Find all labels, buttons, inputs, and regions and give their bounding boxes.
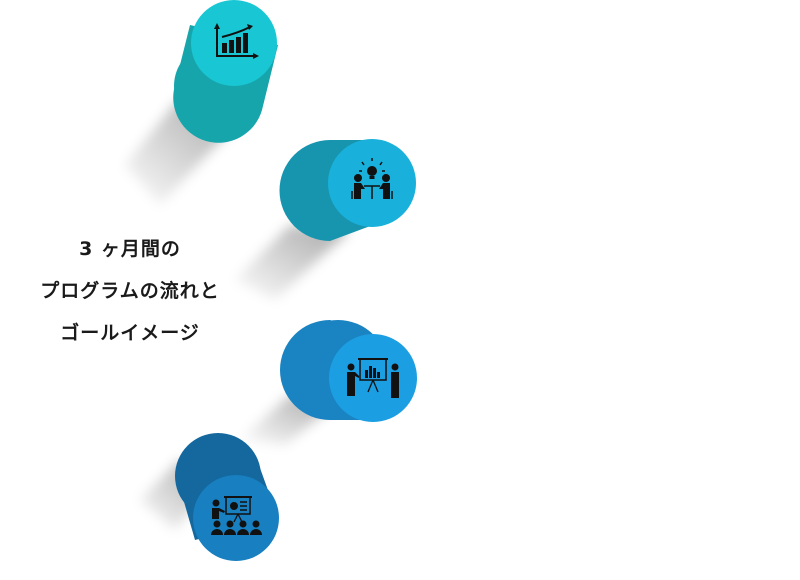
step-2 bbox=[235, 139, 416, 300]
step-2-cap bbox=[328, 139, 416, 227]
title-line-1: 3 ヶ月間の bbox=[79, 238, 181, 260]
step-2-shadow bbox=[235, 225, 350, 300]
diagram-title: 3 ヶ月間の プログラムの流れと ゴールイメージ bbox=[10, 228, 250, 354]
meeting-idea-icon bbox=[351, 158, 393, 199]
growth-chart-icon bbox=[214, 23, 259, 59]
training-audience-icon bbox=[211, 496, 262, 535]
title-line-3: ゴールイメージ bbox=[60, 322, 200, 344]
title-line-2: プログラムの流れと bbox=[40, 280, 220, 302]
step-4 bbox=[140, 433, 279, 561]
presentation-team-icon bbox=[347, 358, 399, 398]
step-1 bbox=[125, 0, 278, 205]
step-3 bbox=[240, 320, 417, 445]
